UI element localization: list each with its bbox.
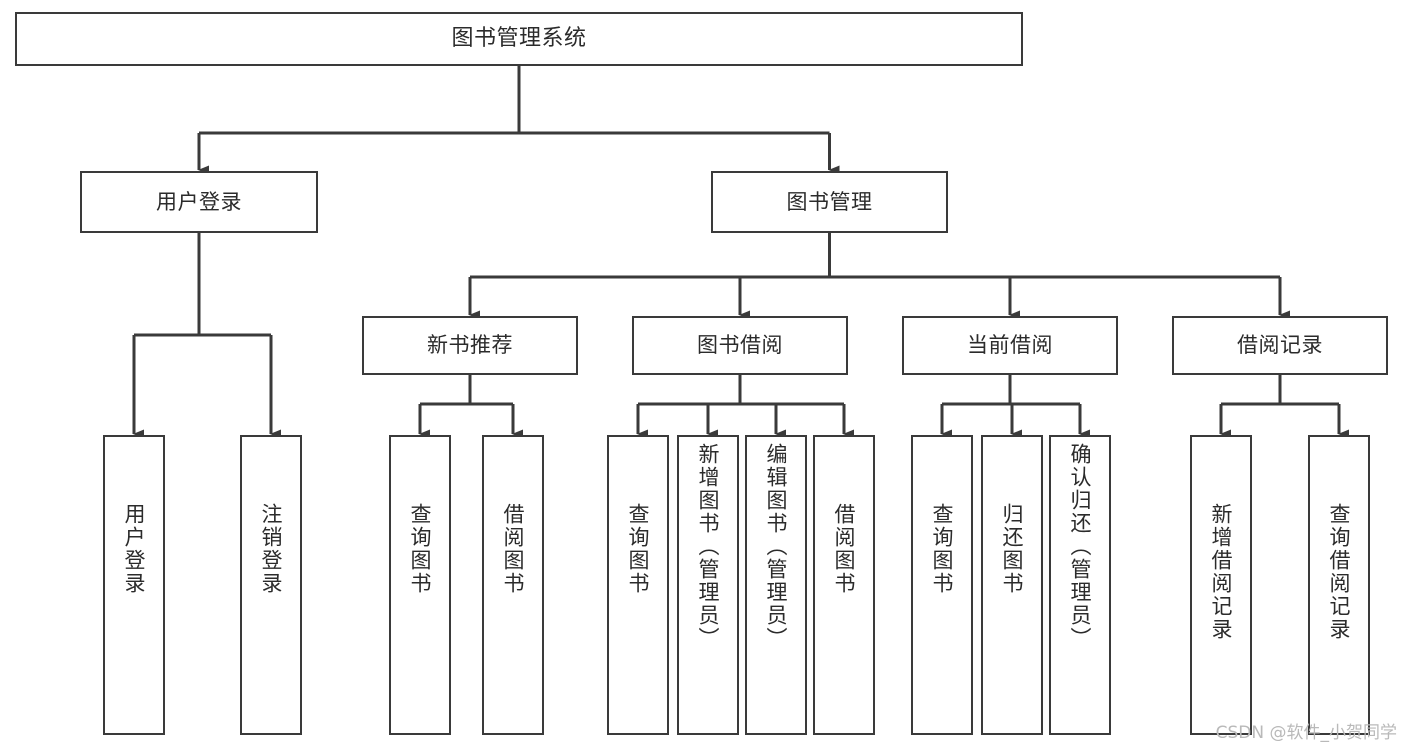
node-borrow-record[interactable]: 借阅记录 [1172, 316, 1388, 375]
node-leaf-return-book-label: 归还图书 [1000, 503, 1025, 595]
node-root[interactable]: 图书管理系统 [15, 12, 1023, 66]
node-leaf-add-book[interactable]: 新增图书（管理员） [677, 435, 739, 735]
node-leaf-return-book[interactable]: 归还图书 [981, 435, 1043, 735]
node-leaf-query-book-borrow-label: 查询图书 [626, 503, 651, 595]
node-leaf-edit-book[interactable]: 编辑图书（管理员） [745, 435, 807, 735]
node-leaf-add-record-label: 新增借阅记录 [1209, 503, 1234, 641]
node-leaf-query-book-cur-label: 查询图书 [930, 503, 955, 595]
node-leaf-query-book-borrow[interactable]: 查询图书 [607, 435, 669, 735]
node-user-login-label: 用户登录 [156, 189, 242, 214]
csdn-watermark: CSDN @软件_小贺同学 [1215, 723, 1397, 743]
node-leaf-query-book-rec[interactable]: 查询图书 [389, 435, 451, 735]
node-leaf-add-record[interactable]: 新增借阅记录 [1190, 435, 1252, 735]
node-book-manage-label: 图书管理 [786, 189, 873, 214]
node-leaf-borrow-book-rec[interactable]: 借阅图书 [482, 435, 544, 735]
node-leaf-confirm-return[interactable]: 确认归还（管理员） [1049, 435, 1111, 735]
node-leaf-user-login[interactable]: 用户登录 [103, 435, 165, 735]
node-current-borrow[interactable]: 当前借阅 [902, 316, 1118, 375]
node-leaf-logout[interactable]: 注销登录 [240, 435, 302, 735]
node-new-book-recommend-label: 新书推荐 [427, 333, 513, 358]
node-leaf-borrow-book-rec-label: 借阅图书 [501, 503, 526, 595]
node-new-book-recommend[interactable]: 新书推荐 [362, 316, 578, 375]
node-book-borrow-label: 图书借阅 [697, 333, 783, 358]
node-root-label: 图书管理系统 [451, 26, 587, 52]
node-leaf-query-book-cur[interactable]: 查询图书 [911, 435, 973, 735]
node-leaf-add-book-label: 新增图书（管理员） [696, 443, 721, 650]
node-user-login[interactable]: 用户登录 [80, 171, 318, 233]
node-leaf-borrow-book-label: 借阅图书 [832, 503, 857, 595]
node-leaf-confirm-return-label: 确认归还（管理员） [1068, 443, 1093, 650]
node-book-borrow[interactable]: 图书借阅 [632, 316, 848, 375]
node-leaf-query-record-label: 查询借阅记录 [1327, 503, 1352, 641]
node-leaf-query-record[interactable]: 查询借阅记录 [1308, 435, 1370, 735]
node-leaf-logout-label: 注销登录 [259, 503, 284, 595]
node-book-manage[interactable]: 图书管理 [711, 171, 948, 233]
node-leaf-borrow-book[interactable]: 借阅图书 [813, 435, 875, 735]
node-borrow-record-label: 借阅记录 [1237, 333, 1323, 358]
node-current-borrow-label: 当前借阅 [967, 333, 1053, 358]
node-leaf-edit-book-label: 编辑图书（管理员） [764, 443, 789, 650]
node-leaf-query-book-rec-label: 查询图书 [408, 503, 433, 595]
node-leaf-user-login-label: 用户登录 [122, 503, 147, 595]
